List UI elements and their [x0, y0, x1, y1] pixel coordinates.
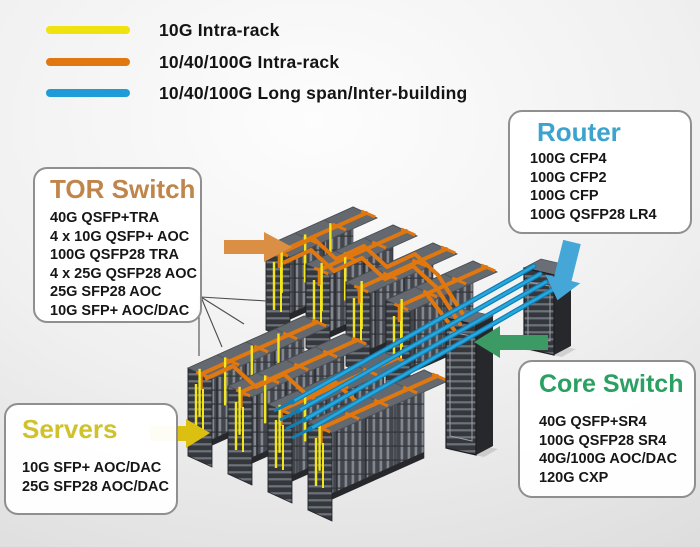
- router-line: 100G CFP4: [530, 151, 607, 167]
- legend-label: 10/40/100G Long span/Inter-building: [159, 82, 468, 103]
- tor-line: 100G QSFP28 TRA: [50, 247, 179, 264]
- core-line: 100G QSFP28 SR4: [539, 432, 667, 449]
- router-line: 100G QSFP28 LR4: [530, 206, 657, 223]
- tor-line: 4 x 10G QSFP+ AOC: [50, 228, 190, 245]
- core-switch-arrow: [474, 326, 548, 358]
- core-line: 120G CXP: [539, 469, 609, 486]
- core-switch-title: Core Switch: [539, 370, 684, 398]
- tor-line: 40G QSFP+TRA: [50, 210, 160, 226]
- router-arrow: [545, 239, 581, 301]
- core-switch-callout: Core Switch 40G QSFP+SR4 100G QSFP28 SR4…: [518, 360, 696, 498]
- legend-swatch-orange: [46, 58, 130, 66]
- tor-line: 25G SFP28 AOC: [50, 284, 162, 301]
- tor-arrow: [224, 232, 292, 262]
- legend-item-40-100g-intra-rack: 10/40/100G Intra-rack: [46, 50, 339, 74]
- tor-switch-title: TOR Switch: [50, 174, 196, 204]
- servers-callout: Servers 10G SFP+ AOC/DAC 25G SFP28 AOC/D…: [4, 403, 178, 515]
- legend-item-long-span: 10/40/100G Long span/Inter-building: [46, 81, 467, 105]
- router-title: Router: [537, 117, 621, 147]
- servers-line: 25G SFP28 AOC/DAC: [22, 478, 169, 495]
- legend-swatch-yellow: [46, 26, 130, 34]
- legend-label: 10G Intra-rack: [159, 19, 280, 40]
- servers-line: 10G SFP+ AOC/DAC: [22, 460, 162, 476]
- tor-line: 4 x 25G QSFP28 AOC: [50, 265, 197, 282]
- router-callout: Router 100G CFP4 100G CFP2 100G CFP 100G…: [508, 110, 692, 234]
- legend-item-10g-intra-rack: 10G Intra-rack: [46, 18, 280, 42]
- cable-run-orange-top: [282, 236, 440, 289]
- core-line: 40G QSFP+SR4: [539, 414, 647, 430]
- core-line: 40G/100G AOC/DAC: [539, 451, 678, 468]
- cable-run-orange-bottom: [204, 364, 360, 405]
- legend-label: 10/40/100G Intra-rack: [159, 51, 340, 72]
- legend-swatch-blue: [46, 89, 130, 97]
- router-line: 100G CFP: [530, 188, 599, 205]
- router-line: 100G CFP2: [530, 169, 607, 186]
- tor-line: 10G SFP+ AOC/DAC: [50, 302, 190, 319]
- servers-title: Servers: [22, 414, 118, 444]
- cable-bundle-blue: [273, 263, 555, 440]
- tor-switch-callout: TOR Switch 40G QSFP+TRA 4 x 10G QSFP+ AO…: [33, 167, 202, 323]
